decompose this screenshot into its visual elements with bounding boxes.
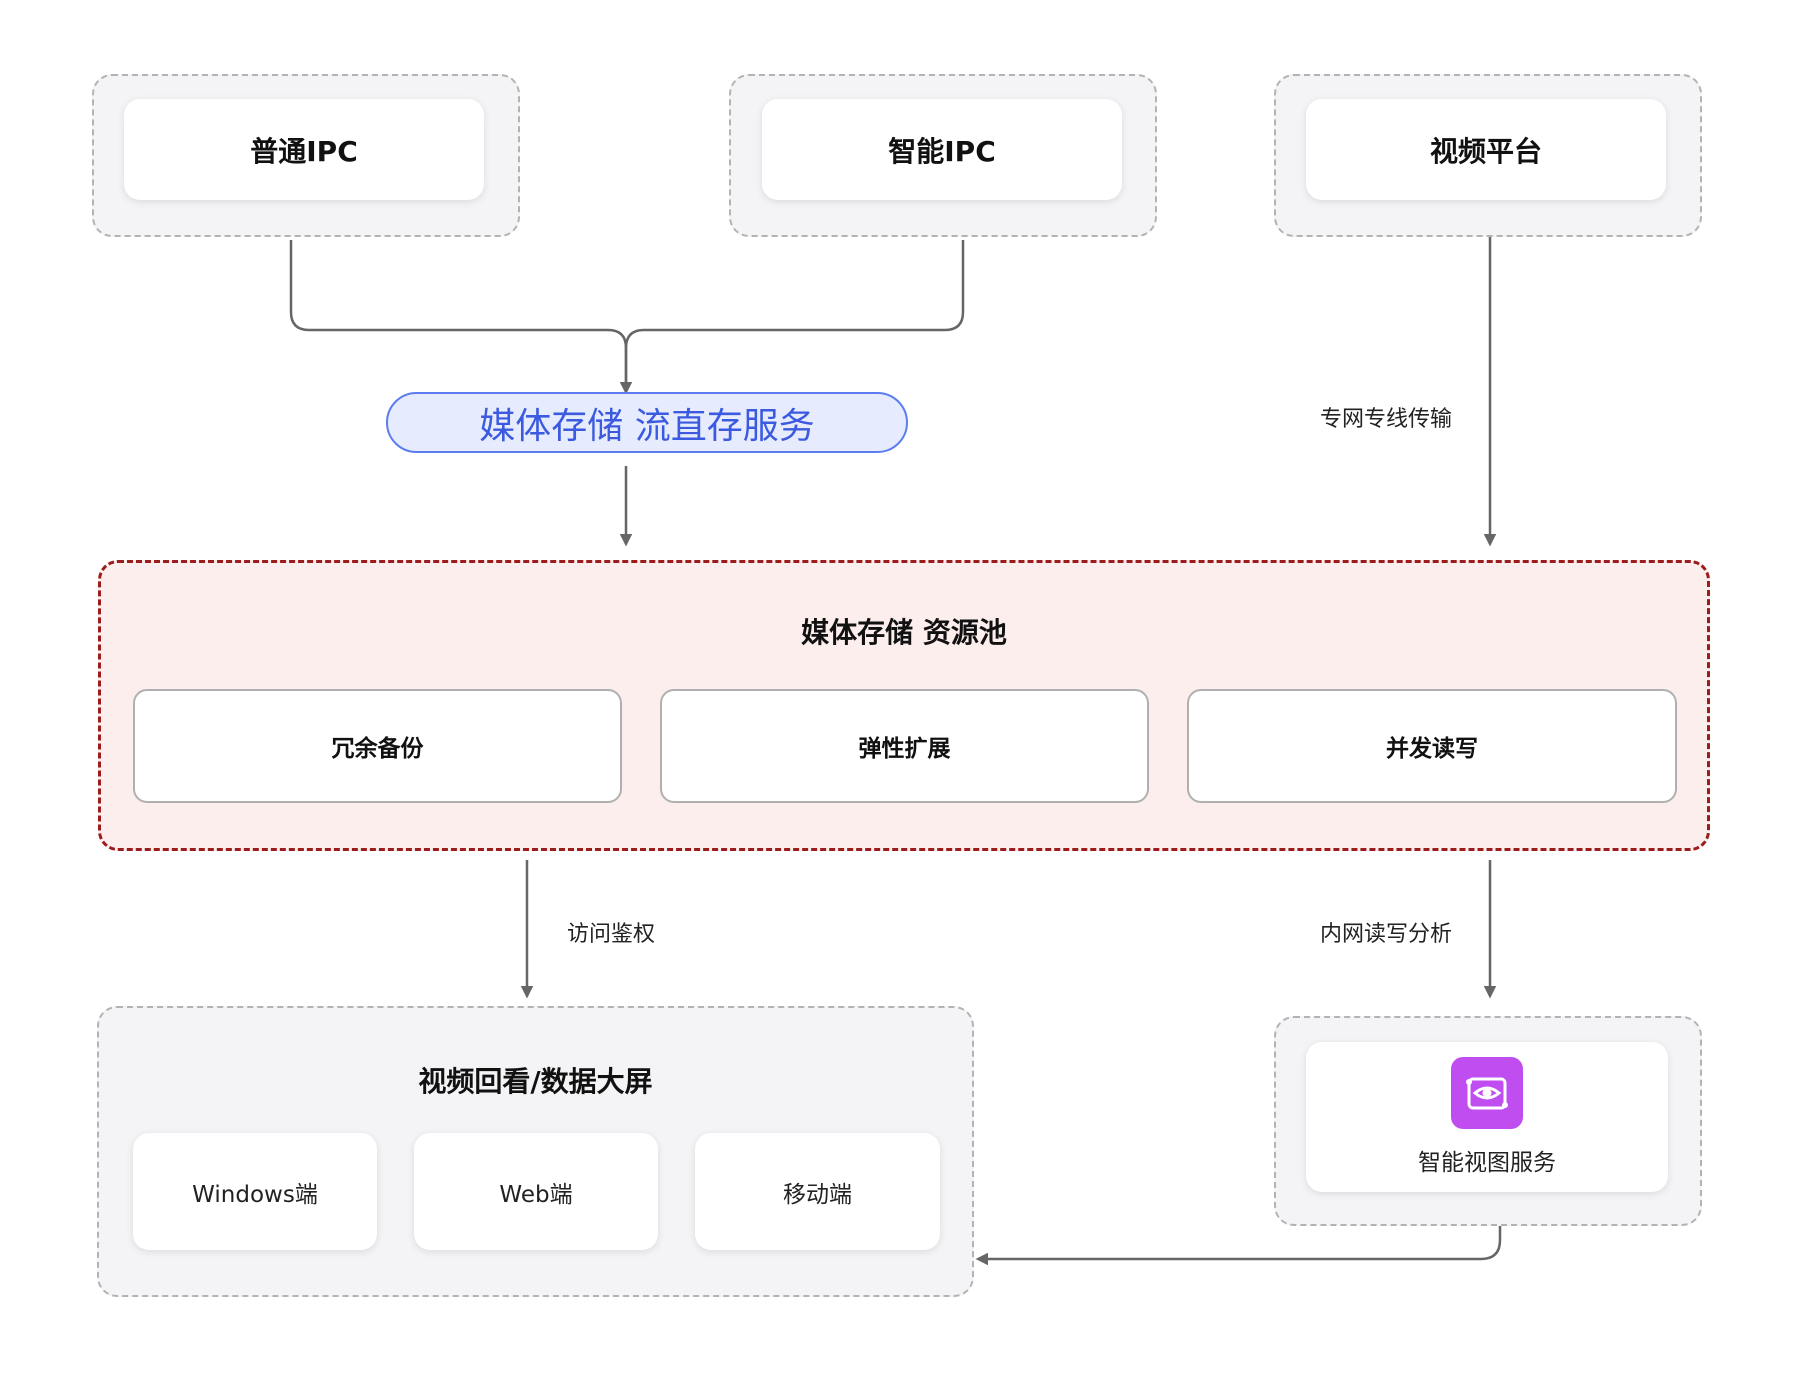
video-platform-label: 视频平台 xyxy=(1429,134,1542,168)
private-line-label: 专网专线传输 xyxy=(1320,407,1453,432)
clients-title: 视频回看/数据大屏 xyxy=(418,1065,653,1098)
pool-feature-label: 并发读写 xyxy=(1386,736,1478,762)
pool-feature-label: 弹性扩展 xyxy=(858,736,951,762)
edge-smart-service-to-clients xyxy=(975,1196,1502,1266)
smart-view-service[interactable]: 智能视图服务 xyxy=(1306,1042,1668,1192)
stream-storage-service[interactable]: 媒体存储 流直存服务 xyxy=(386,392,908,453)
pool-feature-elastic[interactable]: 弹性扩展 xyxy=(660,689,1149,803)
intranet-rw-label: 内网读写分析 xyxy=(1320,922,1453,947)
stream-storage-service-label: 媒体存储 流直存服务 xyxy=(479,405,815,447)
edge-normal-ipc-to-service xyxy=(289,240,633,395)
eye-icon xyxy=(1451,1057,1523,1129)
normal-ipc-node[interactable]: 普通IPC xyxy=(124,99,484,200)
smart-view-service-label: 智能视图服务 xyxy=(1418,1150,1556,1176)
client-mobile[interactable]: 移动端 xyxy=(695,1133,940,1250)
resource-pool-title: 媒体存储 资源池 xyxy=(801,616,1007,649)
client-web[interactable]: Web端 xyxy=(414,1133,658,1250)
pool-feature-concurrent[interactable]: 并发读写 xyxy=(1187,689,1677,803)
pool-feature-redundancy[interactable]: 冗余备份 xyxy=(133,689,622,803)
client-label: Web端 xyxy=(499,1181,573,1208)
client-label: Windows端 xyxy=(192,1181,318,1208)
normal-ipc-label: 普通IPC xyxy=(250,134,358,168)
client-label: 移动端 xyxy=(783,1181,852,1208)
video-platform-node[interactable]: 视频平台 xyxy=(1306,99,1666,200)
client-windows[interactable]: Windows端 xyxy=(133,1133,377,1250)
edge-smart-ipc-to-service xyxy=(624,240,965,392)
smart-ipc-label: 智能IPC xyxy=(888,134,996,168)
smart-ipc-node[interactable]: 智能IPC xyxy=(762,99,1122,200)
access-auth-label: 访问鉴权 xyxy=(567,922,656,947)
pool-feature-label: 冗余备份 xyxy=(331,736,424,762)
